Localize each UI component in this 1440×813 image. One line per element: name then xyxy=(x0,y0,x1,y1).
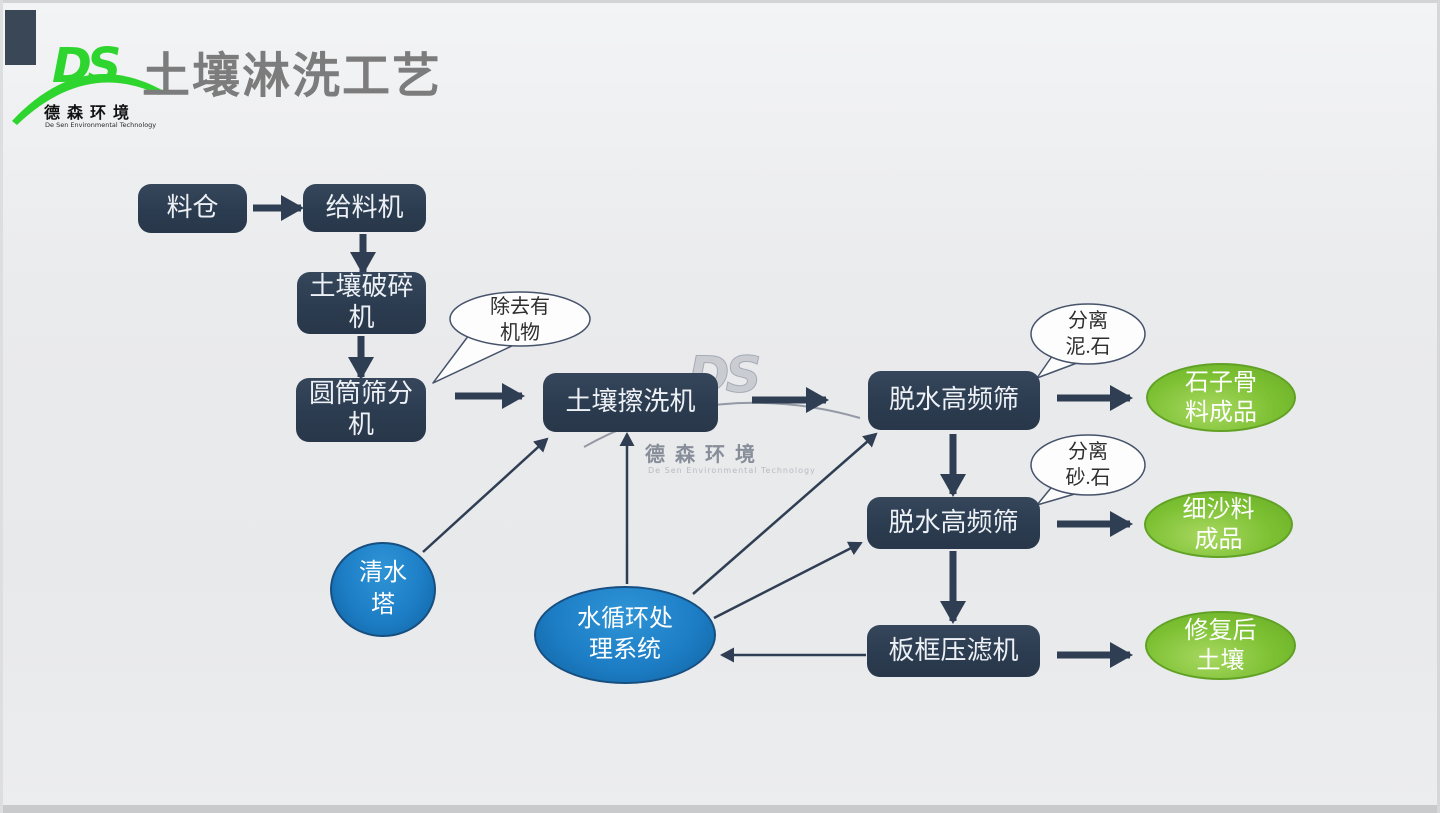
company-logo-mark: DS xyxy=(52,38,121,94)
callout-remove-organics xyxy=(432,291,591,384)
node-drum-screen: 圆筒筛分 机 xyxy=(296,378,426,442)
arrow-tower-to-scrubber xyxy=(422,437,549,553)
process-arrows xyxy=(253,195,1133,668)
node-feeder: 给料机 xyxy=(303,184,426,232)
node-material-bin: 料仓 xyxy=(138,184,247,233)
node-filter-press: 板框压滤机 xyxy=(867,625,1040,677)
arrow-recycle-to-dewater2 xyxy=(713,541,863,620)
water-arrows xyxy=(422,432,878,663)
callout-bubbles xyxy=(432,291,1146,506)
callout-separate-mud-stone xyxy=(1030,303,1146,379)
node-clean-water-tower: 清水 塔 xyxy=(330,542,436,637)
node-water-recycle-system: 水循环处 理系统 xyxy=(534,586,716,684)
logo-swoosh xyxy=(12,74,162,125)
slide-top-border xyxy=(0,0,1440,3)
slide-right-border xyxy=(1437,0,1440,813)
node-remediated-soil-product: 修复后 土壤 xyxy=(1145,611,1296,680)
page-title: 土壤淋洗工艺 xyxy=(142,48,443,104)
callout-label-remove-organics: 除去有 机物 xyxy=(490,296,550,344)
callout-label-separate-sand-stone: 分离 砂.石 xyxy=(1065,441,1111,489)
node-stone-aggregate-product: 石子骨 料成品 xyxy=(1146,363,1296,432)
callout-separate-sand-stone xyxy=(1030,434,1146,506)
company-logo-tagline: De Sen Environmental Technology xyxy=(45,121,157,129)
node-dewatering-screen-2: 脱水高频筛 xyxy=(867,497,1040,549)
company-logo-name: 德森环境 xyxy=(44,103,137,122)
node-soil-scrubber: 土壤擦洗机 xyxy=(543,373,718,432)
node-soil-crusher: 土壤破碎 机 xyxy=(297,272,426,334)
node-dewatering-screen-1: 脱水高频筛 xyxy=(868,371,1040,430)
slide-bottom-border xyxy=(0,805,1440,813)
node-fine-sand-product: 细沙料 成品 xyxy=(1144,491,1293,558)
corner-accent-rect xyxy=(5,10,36,65)
watermark-tagline: De Sen Environmental Technology xyxy=(648,466,816,475)
slide-left-border xyxy=(0,0,3,813)
watermark-company-name: 德森环境 xyxy=(645,442,765,466)
arrow-recycle-to-dewater1 xyxy=(692,432,878,595)
callout-label-separate-mud-stone: 分离 泥.石 xyxy=(1065,310,1111,358)
